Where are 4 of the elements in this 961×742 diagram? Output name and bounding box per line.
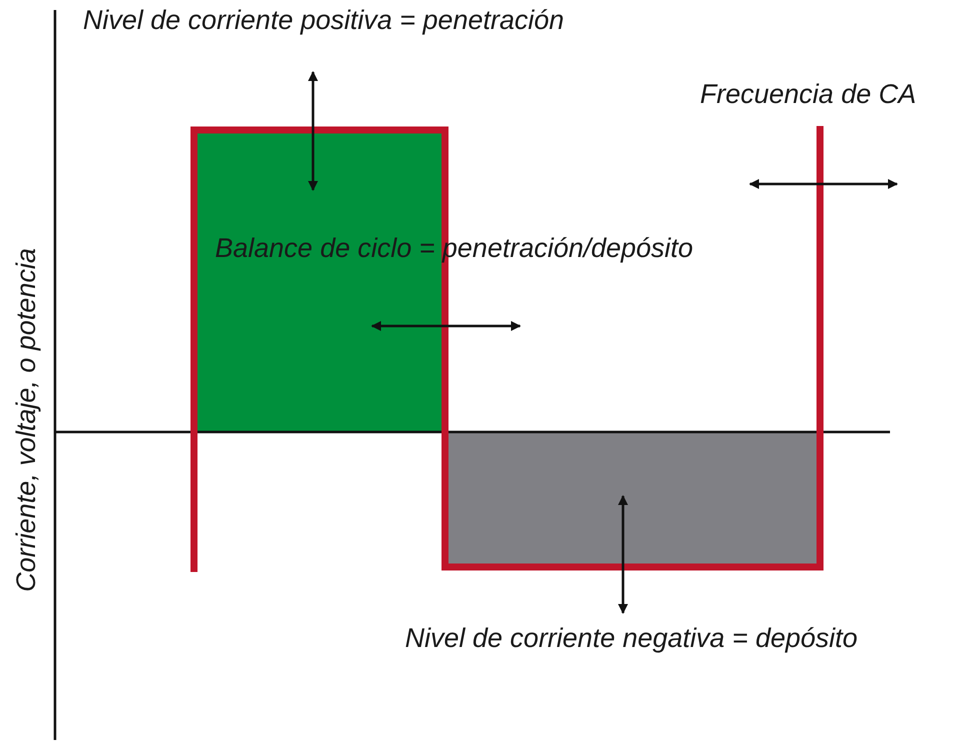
axis-label: Corriente, voltaje, o potencia [10, 248, 42, 592]
annotation-label: Nivel de corriente negativa = depósito [405, 622, 858, 654]
annotation-label: Frecuencia de CA [700, 78, 916, 110]
annotation-label: Nivel de corriente positiva = penetración [83, 4, 564, 36]
